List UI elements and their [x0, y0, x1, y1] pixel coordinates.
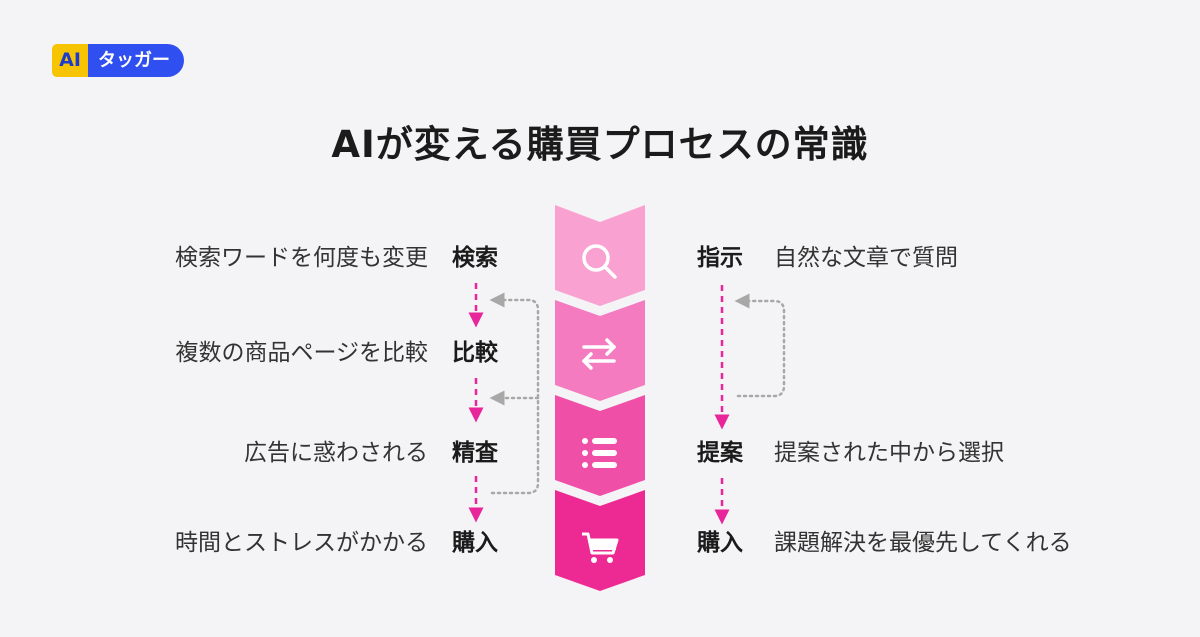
stage-compare — [555, 300, 645, 401]
left-label-review: 精査 — [452, 440, 498, 466]
cart-icon — [582, 532, 619, 563]
right-label-instruct: 指示 — [697, 245, 743, 271]
left-label-search: 検索 — [452, 245, 498, 271]
logo-name: タッガー — [88, 44, 184, 77]
list-icon — [582, 438, 617, 468]
right-desc-instruct: 自然な文章で質問 — [774, 245, 958, 271]
left-desc-purchase: 時間とストレスがかかる — [175, 530, 428, 556]
page-title: AIが変える購買プロセスの常識 — [331, 123, 869, 166]
right-desc-purchase: 課題解決を最優先してくれる — [774, 530, 1072, 556]
left-desc-compare: 複数の商品ページを比較 — [175, 340, 428, 366]
left-loop-arrows — [489, 292, 540, 495]
logo: AI タッガー — [52, 44, 184, 77]
right-desc-suggest: 提案された中から選択 — [774, 440, 1004, 466]
stage-search — [555, 205, 645, 306]
exchange-icon — [582, 338, 616, 370]
right-label-suggest: 提案 — [697, 440, 743, 466]
stage-review — [555, 395, 645, 496]
left-label-purchase: 購入 — [452, 530, 498, 556]
search-icon — [582, 244, 617, 279]
left-desc-search: 検索ワードを何度も変更 — [175, 245, 428, 271]
right-loop-arrow — [734, 293, 786, 398]
right-label-purchase: 購入 — [697, 530, 743, 556]
logo-ai-badge: AI — [52, 44, 88, 77]
left-label-compare: 比較 — [452, 340, 498, 366]
left-desc-review: 広告に惑わされる — [244, 440, 428, 466]
